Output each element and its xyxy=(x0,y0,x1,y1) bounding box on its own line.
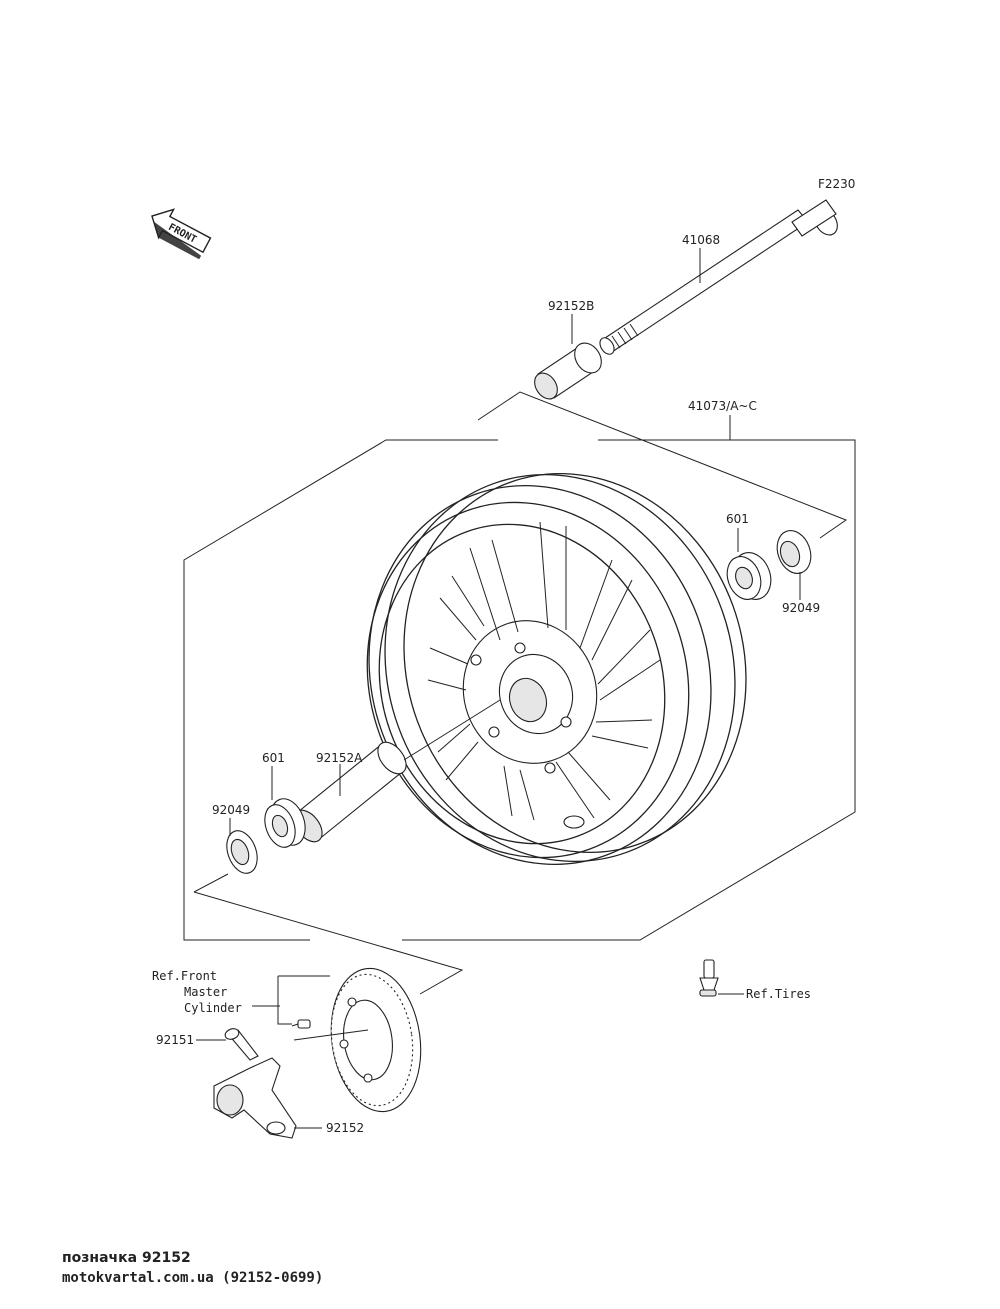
collar-a-label: 92152A xyxy=(316,751,363,765)
bracket-part xyxy=(213,1057,297,1139)
bearing-right-part xyxy=(726,552,772,600)
ref-master-line1: Ref.Front xyxy=(152,969,217,983)
wheel-part xyxy=(366,473,747,865)
wheel-leader-box xyxy=(183,439,498,941)
bolt-part xyxy=(224,1028,259,1061)
bolt-label: 92151 xyxy=(156,1033,194,1047)
seal-right-part xyxy=(776,530,812,574)
bearing-left-part xyxy=(264,798,306,848)
ref-master-line2: Master xyxy=(184,985,227,999)
axle-label: 41068 xyxy=(682,233,720,247)
bearing-left-label: 601 xyxy=(262,751,285,765)
collar-a-part xyxy=(293,741,407,843)
front-arrow-icon: FRONT xyxy=(151,208,212,260)
seal-right-label: 92049 xyxy=(782,601,820,615)
collar-b-label: 92152B xyxy=(548,299,594,313)
small-screw-part xyxy=(291,1019,311,1029)
bearing-right-label: 601 xyxy=(726,512,749,526)
diagram-ref-label: F2230 xyxy=(818,177,855,191)
wheel-label: 41073/A~C xyxy=(688,399,757,413)
seal-left-part xyxy=(226,830,258,874)
ref-master-line3: Cylinder xyxy=(184,1001,242,1015)
footer-caption: позначка 92152 xyxy=(62,1250,191,1266)
sensor-rotor-part xyxy=(330,967,422,1113)
collar-b-part xyxy=(534,342,602,400)
bracket-label: 92152 xyxy=(326,1121,364,1135)
footer-site: motokvartal.com.ua (92152-0699) xyxy=(62,1270,324,1286)
ref-tires-label: Ref.Tires xyxy=(746,987,811,1001)
axle-part xyxy=(599,199,838,355)
seal-left-label: 92049 xyxy=(212,803,250,817)
valve-stem-part xyxy=(699,959,719,997)
